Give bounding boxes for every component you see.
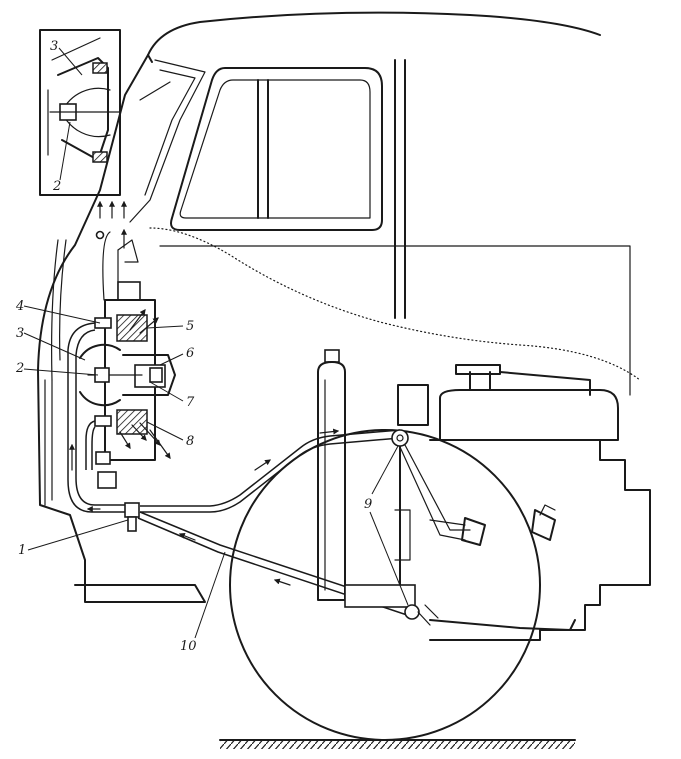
callout-2: 2	[15, 361, 24, 376]
callout-1: 1	[18, 543, 26, 558]
heater-hoses	[67, 322, 128, 513]
inset-detail: 3 2	[39, 29, 121, 196]
hood-line	[159, 245, 631, 396]
callout-5: 5	[186, 319, 194, 334]
callout-4: 4	[15, 299, 24, 314]
door-window	[170, 67, 383, 231]
callout-3: 3	[16, 326, 24, 341]
ground	[219, 739, 576, 749]
cab-outline	[37, 11, 601, 603]
callouts: 4 3 2 1 5 6 7 8 9 10	[15, 299, 409, 654]
engine-cover-contour	[149, 227, 641, 381]
heater-unit	[79, 228, 176, 489]
airflow-up-arrows	[97, 200, 127, 219]
engine-taps	[344, 429, 576, 631]
callout-6: 6	[186, 346, 194, 361]
inset-callout-3: 3	[50, 39, 58, 54]
callout-10: 10	[180, 639, 197, 654]
front-grille	[44, 239, 67, 506]
callout-7: 7	[186, 395, 195, 410]
callout-8: 8	[186, 434, 194, 449]
engine-radiator	[317, 349, 346, 601]
inset-callout-2: 2	[52, 179, 61, 194]
drain-tap	[124, 502, 140, 532]
callout-9: 9	[364, 497, 372, 512]
engine-block	[379, 364, 651, 641]
